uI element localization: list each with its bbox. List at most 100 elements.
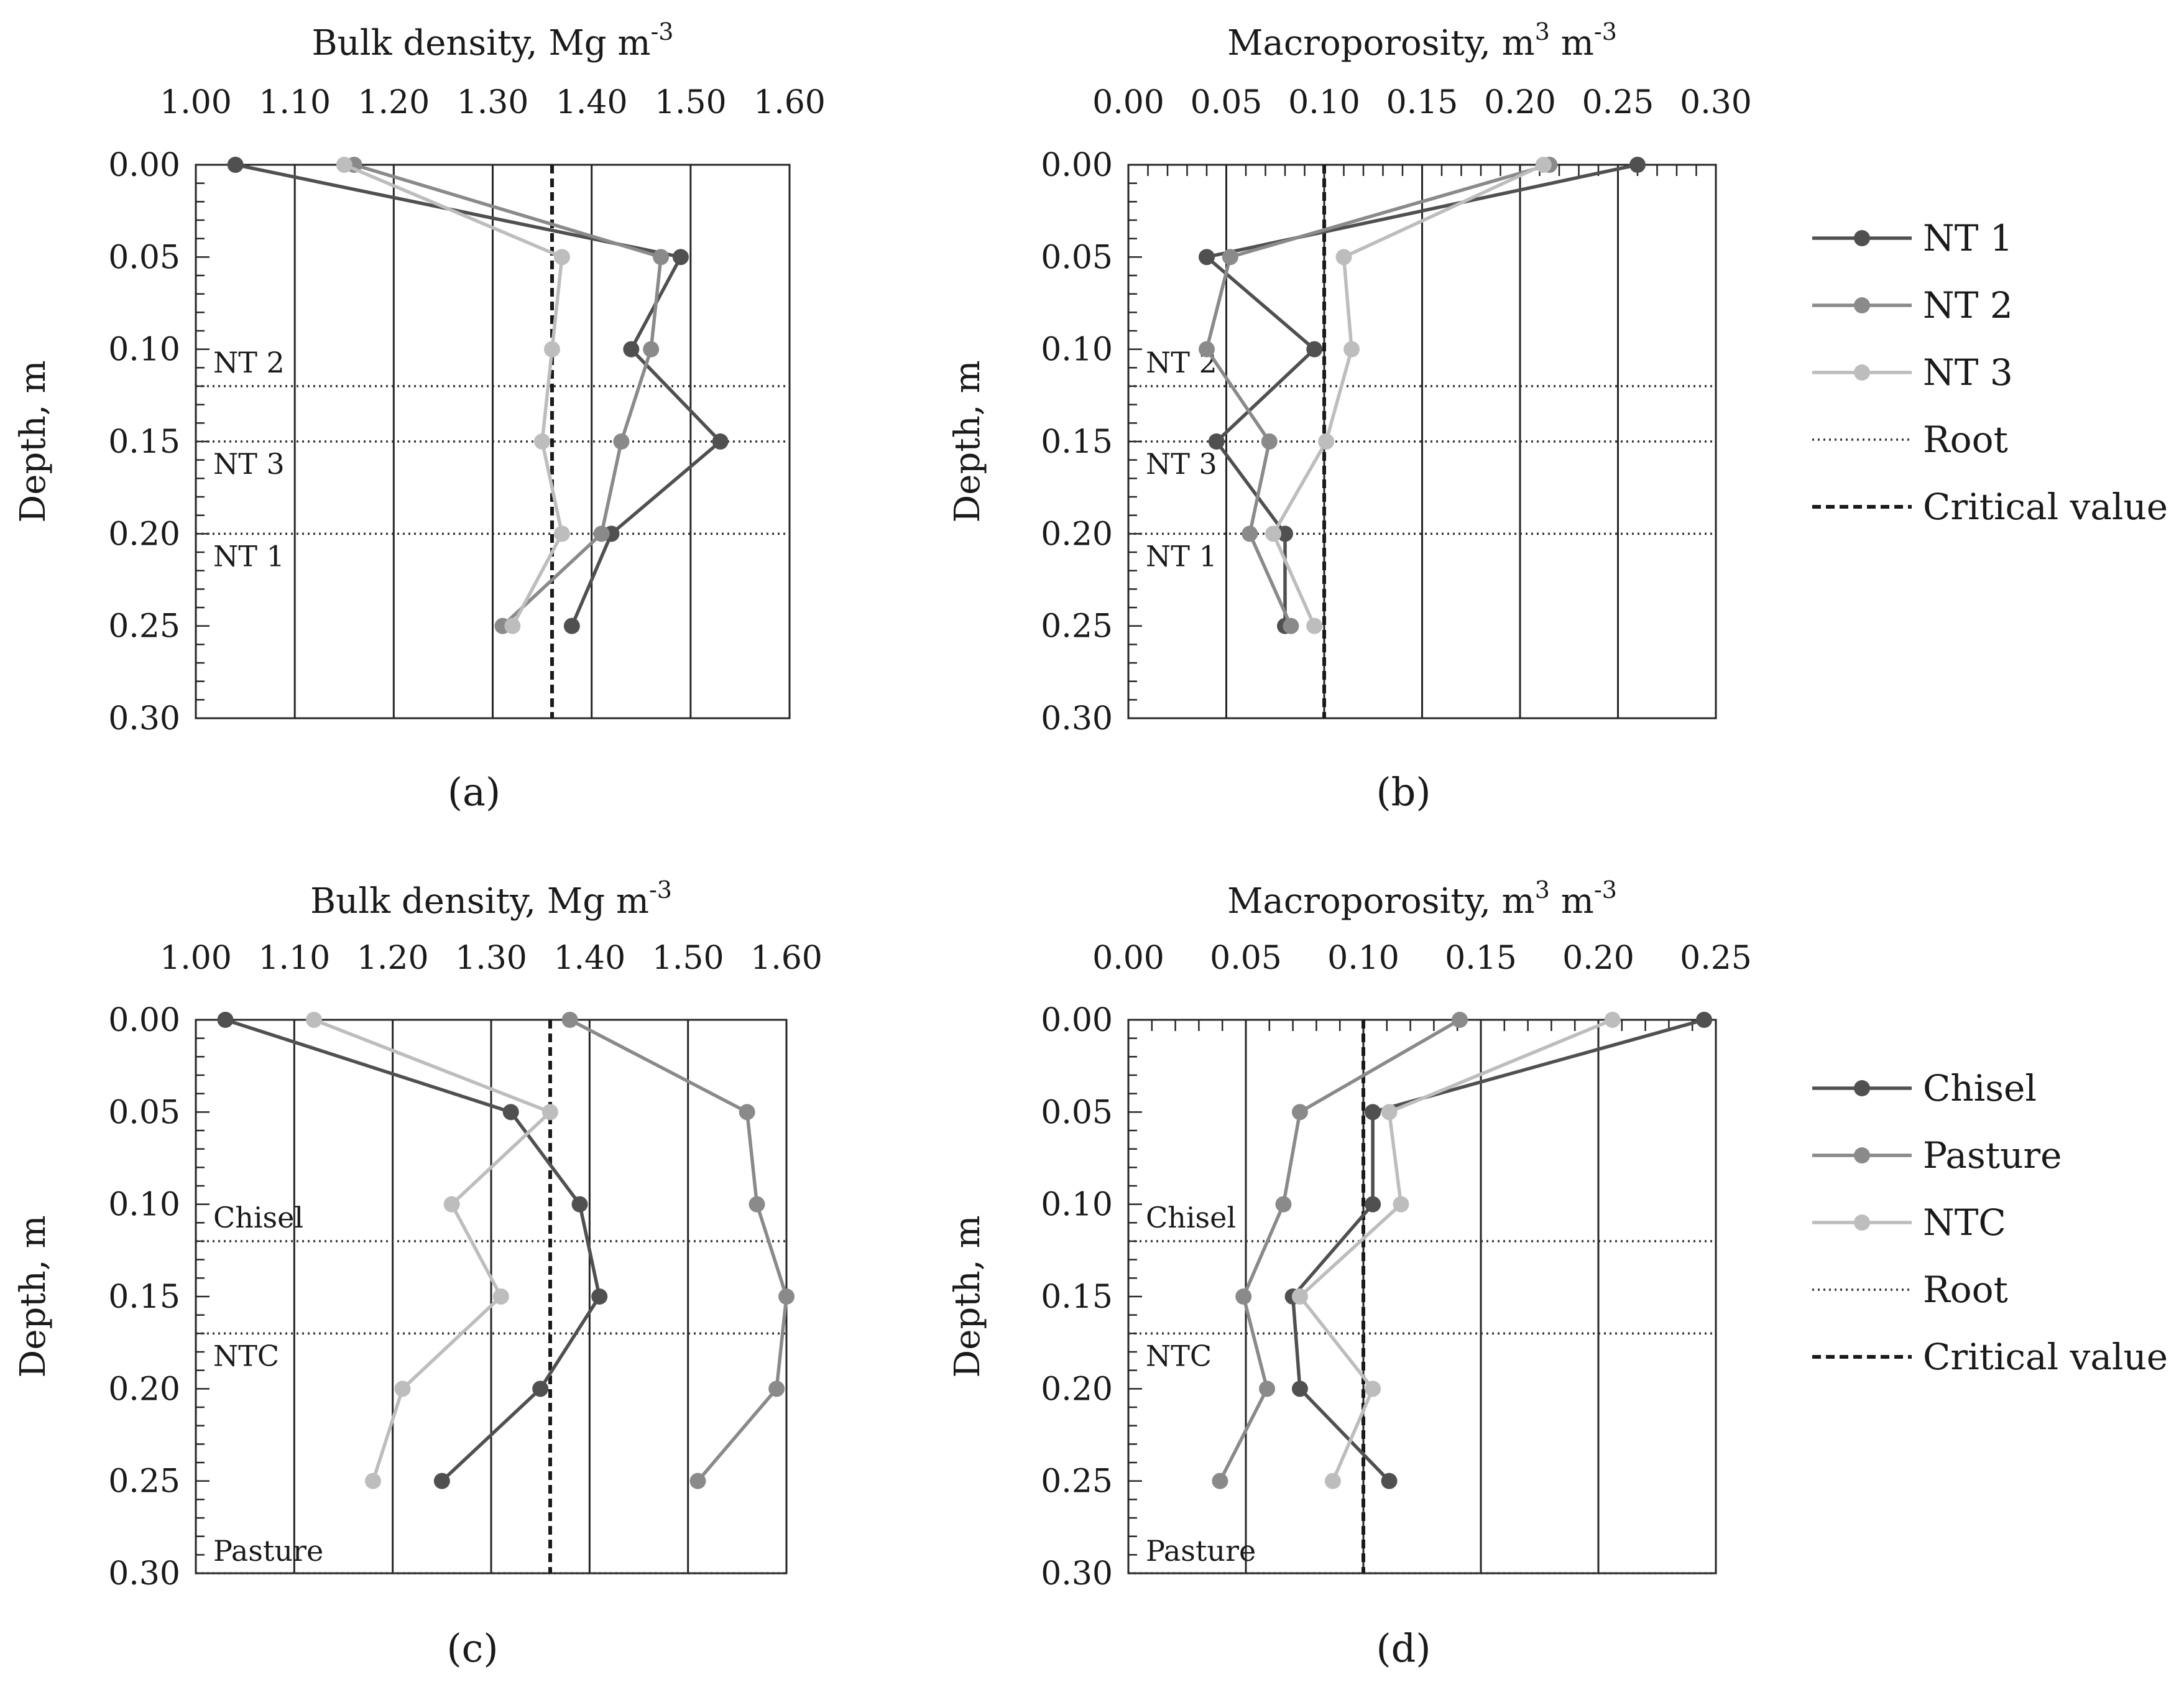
y-tick-label: 0.00 bbox=[108, 1002, 180, 1039]
y-tick-label: 0.30 bbox=[1041, 1555, 1113, 1593]
series-line-ntc bbox=[313, 1018, 552, 1482]
data-point bbox=[768, 1380, 785, 1397]
data-point bbox=[1393, 1196, 1409, 1213]
x-axis-title-unit: m bbox=[1550, 881, 1594, 922]
y-tick-label: 0.20 bbox=[1041, 516, 1113, 553]
series-line-chisel bbox=[1291, 1018, 1705, 1482]
x-axis-title-superscript: 3 bbox=[1535, 18, 1550, 45]
data-point bbox=[749, 1196, 765, 1213]
data-point bbox=[613, 433, 630, 450]
legend-marker bbox=[1854, 1080, 1870, 1096]
y-tick-label: 0.15 bbox=[1041, 1279, 1113, 1316]
data-point bbox=[1199, 249, 1215, 266]
data-point bbox=[542, 1104, 558, 1121]
y-tick-label: 0.25 bbox=[108, 1463, 180, 1500]
data-point bbox=[502, 1104, 519, 1121]
data-point bbox=[593, 525, 610, 542]
data-point bbox=[563, 617, 580, 634]
x-axis-title-superscript: -3 bbox=[649, 876, 672, 904]
data-point bbox=[643, 341, 660, 358]
y-tick-label: 0.10 bbox=[108, 331, 180, 369]
y-tick-label: 0.05 bbox=[108, 1094, 180, 1131]
data-point bbox=[1283, 617, 1299, 634]
x-tick-label: 0.05 bbox=[1210, 940, 1282, 977]
root-line-label: Pasture bbox=[213, 1534, 323, 1568]
data-point bbox=[553, 525, 570, 542]
x-tick-label: 1.10 bbox=[259, 84, 331, 121]
y-tick-label: 0.00 bbox=[1041, 1002, 1113, 1039]
y-tick-label: 0.25 bbox=[1041, 1463, 1113, 1500]
x-axis-title-superscript: 3 bbox=[1535, 876, 1550, 904]
x-tick-label: 0.10 bbox=[1288, 84, 1360, 121]
x-tick-label: 0.25 bbox=[1680, 940, 1752, 977]
x-axis-title-text: Bulk density, Mg m bbox=[310, 881, 649, 922]
series-line-nt-2 bbox=[1205, 163, 1550, 627]
x-tick-label: 1.20 bbox=[357, 84, 430, 121]
data-point bbox=[365, 1473, 381, 1489]
y-tick-label: 0.05 bbox=[1041, 1094, 1113, 1131]
legend-marker bbox=[1854, 230, 1870, 246]
legend-label: Chisel bbox=[1923, 1067, 2037, 1109]
data-point bbox=[544, 341, 560, 358]
series-line-pasture bbox=[569, 1018, 788, 1482]
data-point bbox=[1265, 525, 1282, 542]
y-tick-label: 0.30 bbox=[1041, 700, 1113, 738]
data-point bbox=[591, 1288, 608, 1305]
series-line-chisel bbox=[224, 1018, 601, 1482]
data-point bbox=[433, 1473, 450, 1489]
x-tick-label: 0.25 bbox=[1582, 84, 1654, 121]
y-tick-label: 0.00 bbox=[1041, 147, 1113, 184]
x-tick-label: 1.60 bbox=[753, 84, 826, 121]
x-axis-title-superscript-2: -3 bbox=[1594, 876, 1617, 904]
data-point bbox=[1381, 1473, 1398, 1489]
data-point bbox=[227, 157, 244, 173]
legend-label: NTC bbox=[1923, 1201, 2006, 1244]
x-axis-title: Bulk density, Mg m-3 bbox=[312, 18, 674, 63]
x-tick-label: 1.20 bbox=[357, 940, 429, 977]
data-point bbox=[739, 1104, 755, 1121]
legend-label: NT 2 bbox=[1923, 284, 2013, 326]
data-point bbox=[1306, 341, 1323, 358]
y-tick-label: 0.05 bbox=[108, 239, 180, 276]
legend-marker bbox=[1854, 364, 1870, 381]
data-point bbox=[1242, 525, 1258, 542]
x-tick-label: 1.40 bbox=[556, 84, 628, 121]
x-tick-label: 0.10 bbox=[1327, 940, 1399, 977]
data-point bbox=[1261, 433, 1278, 450]
data-point bbox=[1365, 1196, 1381, 1213]
root-line-label: Chisel bbox=[213, 1201, 303, 1234]
x-tick-label: 0.20 bbox=[1484, 84, 1556, 121]
y-tick-label: 0.10 bbox=[1041, 1186, 1113, 1224]
x-tick-label: 1.00 bbox=[160, 84, 232, 121]
legend-label: Critical value bbox=[1923, 486, 2168, 528]
root-line-label: NT 3 bbox=[213, 447, 285, 481]
data-point bbox=[394, 1380, 411, 1397]
y-axis-title: Depth, m bbox=[947, 1215, 988, 1377]
x-axis-title-text: Macroporosity, m bbox=[1227, 881, 1535, 922]
data-point bbox=[1629, 157, 1646, 173]
x-tick-label: 0.15 bbox=[1445, 940, 1517, 977]
data-point bbox=[712, 433, 729, 450]
panel-label: (a) bbox=[448, 769, 500, 815]
legend-label: Pasture bbox=[1923, 1134, 2062, 1177]
y-tick-label: 0.20 bbox=[108, 516, 180, 553]
legend-marker bbox=[1854, 1214, 1870, 1231]
y-axis-title: Depth, m bbox=[13, 1215, 53, 1377]
legend-label: Root bbox=[1923, 1269, 2008, 1311]
plot-frame bbox=[1127, 1019, 1717, 1574]
y-tick-label: 0.15 bbox=[1041, 423, 1113, 461]
x-tick-label: 1.30 bbox=[457, 84, 529, 121]
x-tick-label: 1.50 bbox=[655, 84, 727, 121]
x-axis-title-text: Macroporosity, m bbox=[1227, 23, 1535, 63]
y-tick-label: 0.30 bbox=[108, 700, 180, 738]
data-point bbox=[1259, 1380, 1276, 1397]
data-point bbox=[623, 341, 640, 358]
x-tick-label: 1.00 bbox=[160, 940, 232, 977]
y-tick-label: 0.25 bbox=[1041, 608, 1113, 645]
y-tick-label: 0.30 bbox=[108, 1555, 180, 1593]
root-line-label: NT 2 bbox=[213, 346, 285, 379]
